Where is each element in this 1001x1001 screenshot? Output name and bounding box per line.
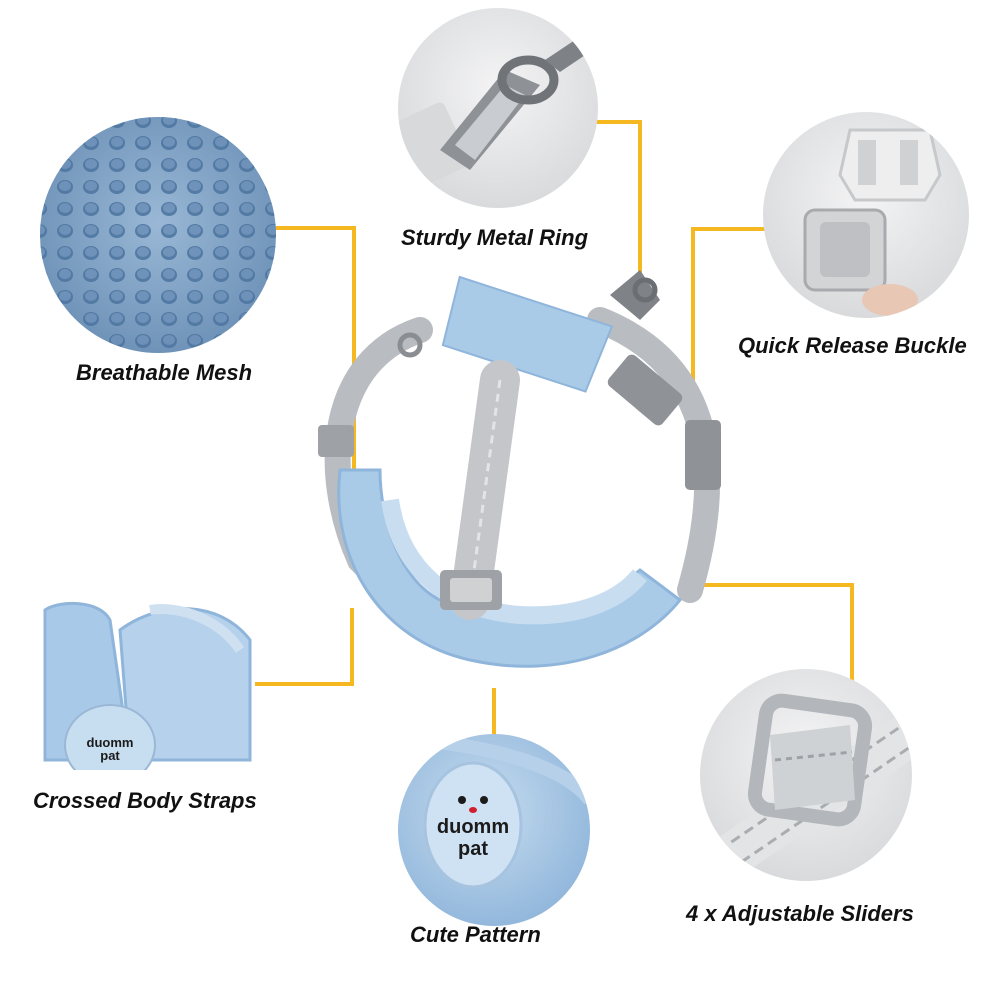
label-adjustable-sliders: 4 x Adjustable Sliders	[686, 901, 914, 926]
logo-line1: duomm	[436, 816, 510, 838]
logo-line2: pat	[458, 838, 488, 860]
metal-ring-closeup	[398, 8, 598, 208]
harness-main	[318, 270, 721, 668]
straps-closeup	[40, 590, 255, 770]
logo-badge-pattern: duomm pat	[428, 816, 518, 860]
logo-badge-straps: duomm pat	[78, 736, 142, 762]
mesh-closeup	[40, 117, 276, 353]
buckle-closeup	[763, 112, 969, 318]
logo-line1: duomm	[86, 735, 134, 750]
label-breathable-mesh: Breathable Mesh	[76, 360, 253, 385]
label-sturdy-metal-ring: Sturdy Metal Ring	[401, 225, 589, 250]
label-quick-release-buckle: Quick Release Buckle	[738, 333, 967, 358]
logo-line2: pat	[100, 748, 120, 763]
label-crossed-body-straps: Crossed Body Straps	[33, 788, 257, 813]
label-cute-pattern: Cute Pattern	[410, 922, 541, 947]
slider-closeup	[700, 669, 912, 881]
